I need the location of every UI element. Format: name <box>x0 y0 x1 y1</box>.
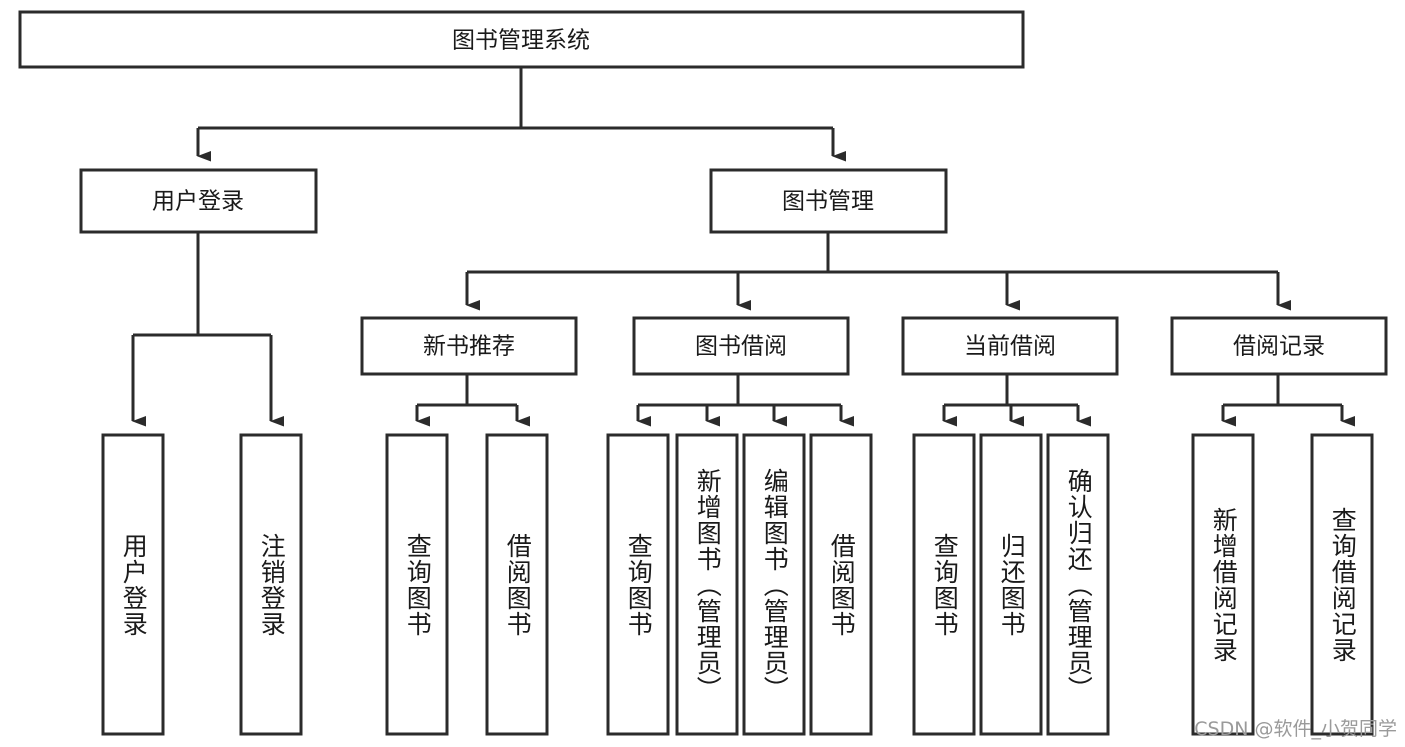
leaf-label-confirm-return: 确认归还（管理员） <box>1064 467 1094 702</box>
node-book-borrow-box[interactable] <box>632 316 850 376</box>
leaf-label-edit-book: 编辑图书（管理员） <box>760 467 790 702</box>
leaf-box-query-book-3[interactable] <box>912 433 976 736</box>
node-user-login[interactable]: 用户登录 <box>79 168 318 234</box>
leaf-label-user-login: 用户登录 <box>119 532 149 637</box>
node-current-borrow-box[interactable] <box>901 316 1119 376</box>
leaf-box-query-book-1[interactable] <box>385 433 449 736</box>
node-book-borrow-label: 图书借阅 <box>695 334 787 360</box>
leaf-label-query-book-1: 查询图书 <box>403 532 433 637</box>
leaf-box-query-book-2[interactable] <box>606 433 670 736</box>
leaf-box-user-logout[interactable] <box>239 433 303 736</box>
leaf-box-borrow-book-2[interactable] <box>809 433 873 736</box>
node-current-borrow-label: 当前借阅 <box>964 334 1056 360</box>
connector-group-user-login-to-leaves <box>131 232 284 427</box>
node-root[interactable]: 图书管理系统 <box>18 10 1025 69</box>
leaf-box-return-book[interactable] <box>979 433 1043 736</box>
leaf-label-add-book: 新增图书（管理员） <box>693 467 723 702</box>
leaf-label-query-record: 查询借阅记录 <box>1328 506 1358 663</box>
leaf-box-add-book[interactable] <box>675 433 739 736</box>
leaf-box-confirm-return[interactable] <box>1046 433 1110 736</box>
node-root-label: 图书管理系统 <box>452 28 590 54</box>
node-new-book-recommend[interactable]: 新书推荐 <box>360 316 578 376</box>
node-book-manage-box[interactable] <box>709 168 948 234</box>
connector-group-current-borrow-to-leaves <box>942 374 1091 427</box>
leaf-box-user-login[interactable] <box>101 433 165 736</box>
node-user-login-box[interactable] <box>79 168 318 234</box>
connector-group-new-book-recommend-to-leaves <box>415 374 530 427</box>
leaf-label-return-book: 归还图书 <box>997 532 1027 637</box>
node-new-book-recommend-box[interactable] <box>360 316 578 376</box>
leaf-box-add-record[interactable] <box>1191 433 1255 736</box>
leaf-label-query-book-2: 查询图书 <box>624 532 654 637</box>
node-borrow-record[interactable]: 借阅记录 <box>1170 316 1388 376</box>
node-book-manage-label: 图书管理 <box>782 189 874 215</box>
leaf-box-borrow-book-1[interactable] <box>485 433 549 736</box>
node-user-login-label: 用户登录 <box>152 189 244 215</box>
node-borrow-record-box[interactable] <box>1170 316 1388 376</box>
node-book-manage[interactable]: 图书管理 <box>709 168 948 234</box>
connector-group-root-to-level1 <box>196 67 846 162</box>
leaf-label-query-book-3: 查询图书 <box>930 532 960 637</box>
node-new-book-recommend-label: 新书推荐 <box>423 334 515 360</box>
leaf-label-user-logout: 注销登录 <box>257 532 287 637</box>
leaf-box-query-record[interactable] <box>1310 433 1374 736</box>
leaf-label-borrow-book-2: 借阅图书 <box>827 532 857 637</box>
node-current-borrow[interactable]: 当前借阅 <box>901 316 1119 376</box>
leaf-label-add-record: 新增借阅记录 <box>1209 506 1239 663</box>
node-borrow-record-label: 借阅记录 <box>1233 334 1325 360</box>
leaf-label-borrow-book-1: 借阅图书 <box>503 532 533 637</box>
node-root-box[interactable] <box>18 10 1025 69</box>
leaf-box-edit-book[interactable] <box>742 433 806 736</box>
node-book-borrow[interactable]: 图书借阅 <box>632 316 850 376</box>
leaf-boxes <box>101 433 1374 736</box>
connector-group-book-manage-to-level2 <box>465 232 1291 311</box>
connector-group-book-borrow-to-leaves <box>636 374 854 427</box>
connector-group-borrow-record-to-leaves <box>1221 374 1355 427</box>
